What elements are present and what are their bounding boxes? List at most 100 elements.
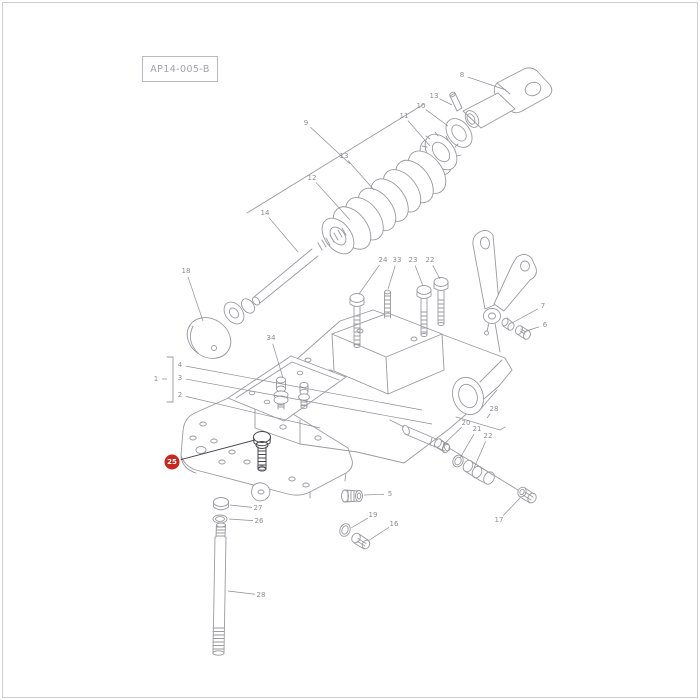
part-label: 22 <box>426 256 435 264</box>
part-callout-34: 34 <box>267 334 284 379</box>
part-label: 11 <box>400 112 409 120</box>
leader-line <box>180 439 256 461</box>
leader-line <box>486 413 491 419</box>
part-label: 34 <box>267 334 276 342</box>
part-callout-22: 22 <box>473 432 493 469</box>
pin-part-13 <box>449 91 463 112</box>
part-hotspot-25[interactable]: 25 <box>164 439 256 470</box>
part-label: 13 <box>340 152 349 160</box>
leader-line <box>187 276 204 322</box>
part-label: 24 <box>379 256 388 264</box>
part-label: 7 <box>541 302 545 310</box>
part-label: 23 <box>409 256 418 264</box>
part-callout-28: 28 <box>486 405 499 419</box>
part-callout-9: 9 <box>304 119 351 165</box>
stud-part-33 <box>384 289 391 319</box>
part-callout-16: 16 <box>367 520 399 542</box>
part-callout-22: 22 <box>426 256 441 280</box>
part-callout-7: 7 <box>511 302 545 324</box>
leader-line <box>227 590 256 595</box>
highlight-circle[interactable] <box>164 454 180 470</box>
leader-line <box>525 326 540 332</box>
part-callout-26: 26 <box>228 517 264 525</box>
part-callout-19: 19 <box>350 511 377 529</box>
detail-line <box>246 103 425 214</box>
cross-shaft <box>389 419 519 491</box>
leader-line <box>407 120 431 147</box>
part-label: 17 <box>495 516 504 524</box>
part-callout-24: 24 <box>358 256 388 295</box>
part-label: 26 <box>255 517 264 525</box>
plug-part-6 <box>515 325 531 340</box>
leader-line <box>432 265 441 280</box>
leader-line <box>315 182 351 221</box>
leader-line <box>310 126 351 165</box>
fitting-part-20 <box>434 438 450 454</box>
part-callout-18: 18 <box>182 267 204 322</box>
bush-part-5 <box>341 489 363 503</box>
part-callout-11: 11 <box>400 112 431 147</box>
rod-part-28 <box>212 497 229 656</box>
part-label: 14 <box>261 209 270 217</box>
part-label: 3 <box>178 374 182 382</box>
part-label: 2 <box>178 391 182 399</box>
leader-line <box>185 396 321 429</box>
leader-line <box>414 265 424 287</box>
leader-line <box>387 265 396 290</box>
housing-body <box>254 309 513 464</box>
part-callout-12: 12 <box>308 174 351 221</box>
group-bracket-1 <box>166 356 174 403</box>
drawing-number-box: AP14-005-B <box>142 56 218 82</box>
part-label: 5 <box>388 490 392 498</box>
fork-lever <box>472 230 537 353</box>
part-callout-14: 14 <box>261 209 299 253</box>
bolt-part-22 <box>433 277 449 326</box>
part-callout-13: 13 <box>340 152 375 191</box>
part-label: 22 <box>484 432 493 440</box>
part-label: 25 <box>167 458 177 466</box>
part-label: 6 <box>543 321 548 329</box>
part-label: 33 <box>393 256 402 264</box>
drawing-number: AP14-005-B <box>150 63 210 75</box>
leader-line <box>467 76 507 91</box>
oring-part-19 <box>339 523 351 537</box>
part-callout-4: 4 <box>178 361 423 411</box>
part-label: 28 <box>490 405 499 413</box>
ring-part-10 <box>445 118 473 148</box>
leader-line <box>350 517 369 529</box>
part-label: 27 <box>254 504 263 512</box>
part-label: 8 <box>460 71 464 79</box>
part-callout-3: 3 <box>178 374 433 425</box>
leader-line <box>425 109 449 127</box>
cover-plate <box>227 355 347 422</box>
part-callout-28: 28 <box>227 590 266 599</box>
part-label: 20 <box>462 419 471 427</box>
part-callout-21: 21 <box>459 425 482 459</box>
part-callout-1: 1 <box>154 375 167 383</box>
bolt-part-23 <box>416 285 432 337</box>
clevis-end-part-8 <box>493 67 553 114</box>
leader-line <box>439 98 453 106</box>
part-label: 12 <box>308 174 317 182</box>
leader-line <box>459 433 475 459</box>
cap-part-18 <box>186 317 232 359</box>
part-callout-27: 27 <box>229 504 263 512</box>
leader-line <box>363 493 385 496</box>
part-callout-33: 33 <box>387 256 402 290</box>
part-label: 9 <box>304 119 308 127</box>
bolt-part-24 <box>349 293 365 348</box>
leader-line <box>367 526 390 542</box>
pin-part-7 <box>501 317 515 331</box>
leader-line <box>502 497 521 516</box>
plug-part-17 <box>517 486 537 504</box>
leader-line <box>185 378 433 425</box>
part-label: 21 <box>473 425 482 433</box>
oring-part-21 <box>452 454 464 468</box>
coupler-part-22 <box>462 459 495 485</box>
cylinder-body <box>462 92 516 129</box>
part-callout-8: 8 <box>460 71 507 91</box>
part-label: 28 <box>257 591 266 599</box>
leader-line <box>272 343 284 379</box>
